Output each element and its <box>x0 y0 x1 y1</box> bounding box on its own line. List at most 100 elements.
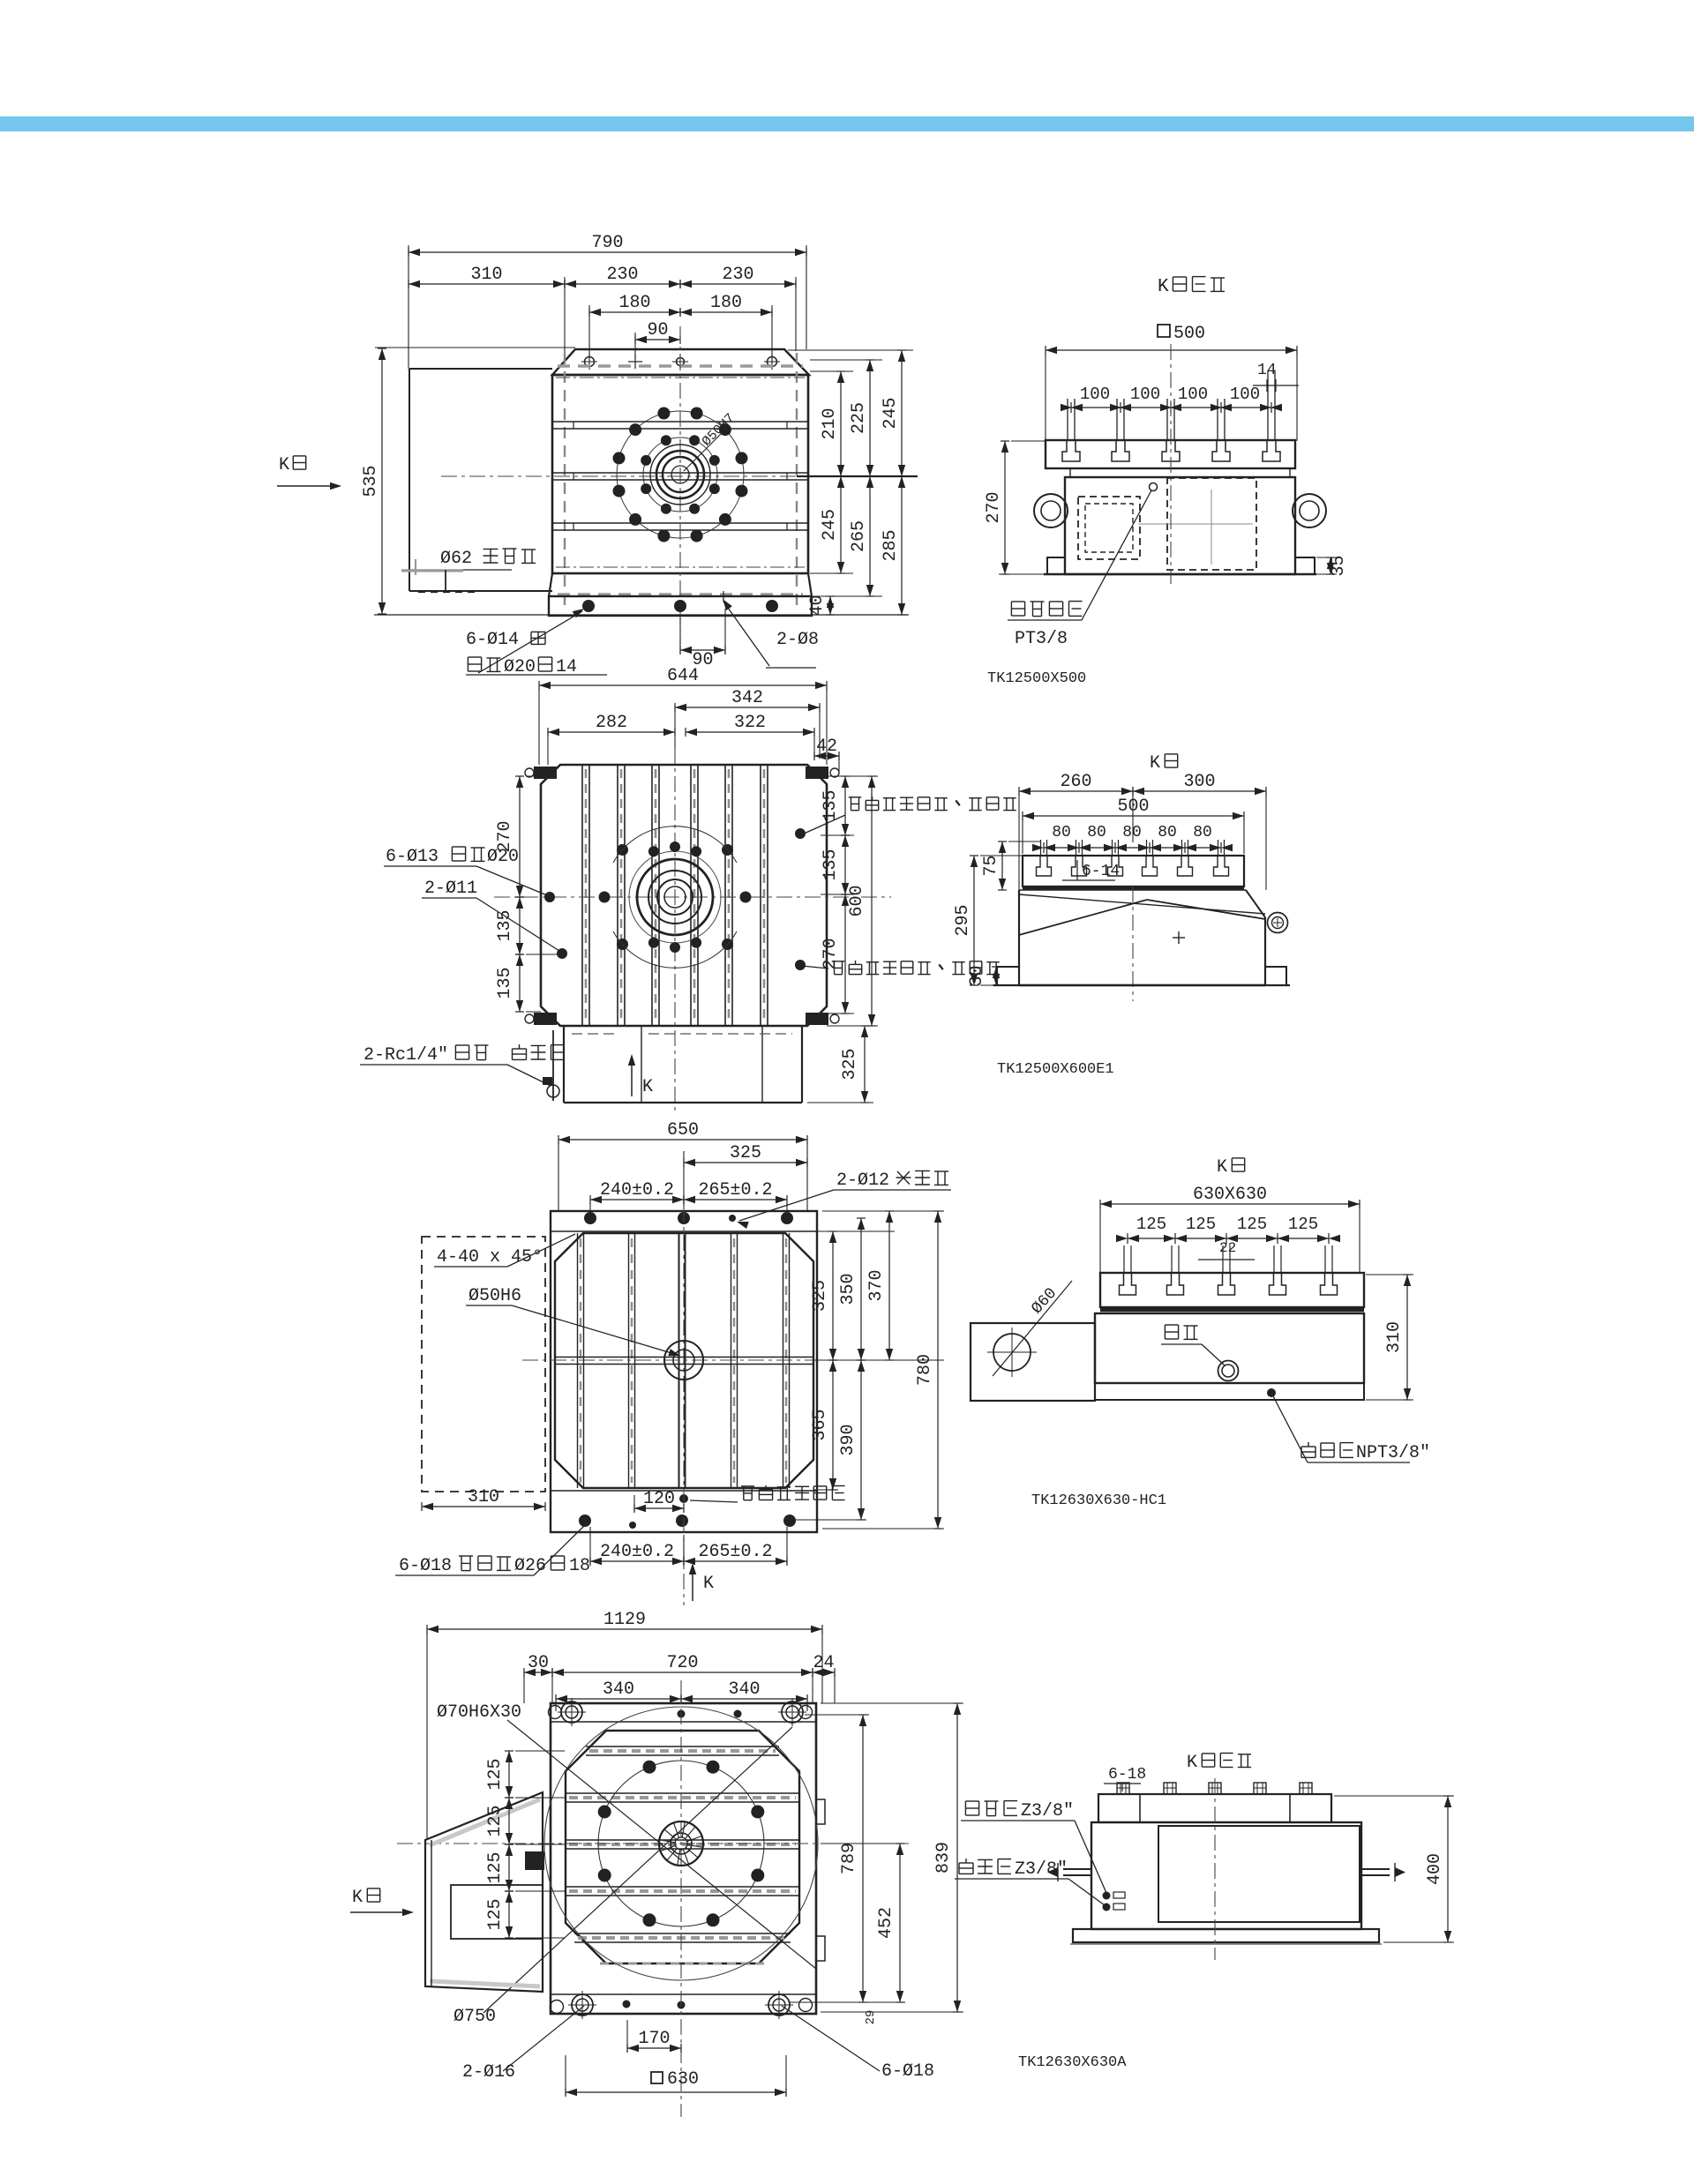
svg-text:14: 14 <box>556 657 577 677</box>
svg-text:265±0.2: 265±0.2 <box>698 1542 772 1562</box>
svg-text:644: 644 <box>667 666 699 686</box>
svg-text:K: K <box>279 455 289 475</box>
svg-text:100: 100 <box>1178 385 1208 404</box>
svg-text:120: 120 <box>643 1489 675 1509</box>
svg-text:650: 650 <box>667 1120 699 1141</box>
svg-text:340: 340 <box>603 1679 634 1700</box>
svg-text:340: 340 <box>728 1679 760 1700</box>
svg-text:100: 100 <box>1230 385 1260 404</box>
svg-text:240±0.2: 240±0.2 <box>600 1180 674 1200</box>
svg-text:6-Ø14: 6-Ø14 <box>466 630 519 650</box>
svg-text:Ø50H7: Ø50H7 <box>700 411 738 450</box>
svg-text:789: 789 <box>839 1843 859 1874</box>
svg-text:80: 80 <box>1158 824 1177 841</box>
svg-text:365: 365 <box>810 1409 830 1440</box>
svg-text:839: 839 <box>933 1842 954 1874</box>
svg-text:180: 180 <box>710 293 742 313</box>
svg-text:452: 452 <box>876 1907 896 1939</box>
svg-text:125: 125 <box>1136 1215 1166 1234</box>
svg-text:720: 720 <box>666 1653 698 1673</box>
svg-text:2-Ø11: 2-Ø11 <box>424 879 477 899</box>
svg-text:Ø70H6X30: Ø70H6X30 <box>437 1702 521 1723</box>
svg-text:K: K <box>1187 1753 1197 1773</box>
svg-text:245: 245 <box>881 397 901 429</box>
svg-text:245: 245 <box>820 509 840 541</box>
svg-text:125: 125 <box>1186 1215 1216 1234</box>
svg-text:PT3/8: PT3/8 <box>1015 629 1068 649</box>
svg-text:322: 322 <box>734 713 766 733</box>
svg-text:535: 535 <box>361 465 381 497</box>
svg-text:400: 400 <box>1425 1853 1445 1885</box>
svg-text:Z3/8": Z3/8" <box>1021 1801 1074 1821</box>
svg-text:80: 80 <box>1193 824 1212 841</box>
svg-text:80: 80 <box>1087 824 1106 841</box>
svg-text:310: 310 <box>1384 1321 1405 1353</box>
svg-text:6-Ø13: 6-Ø13 <box>386 847 438 867</box>
svg-text:80: 80 <box>1052 824 1071 841</box>
svg-text:125: 125 <box>485 1805 506 1836</box>
svg-text:K: K <box>1150 753 1160 774</box>
svg-text:2-Ø16: 2-Ø16 <box>462 2062 515 2083</box>
svg-text:K: K <box>1217 1157 1227 1178</box>
svg-text:342: 342 <box>731 688 763 708</box>
svg-text:2-Ø12: 2-Ø12 <box>836 1171 889 1191</box>
svg-text:Ø62: Ø62 <box>440 549 472 569</box>
svg-text:210: 210 <box>820 408 840 439</box>
svg-text:135: 135 <box>495 967 515 999</box>
svg-text:260: 260 <box>1060 772 1091 792</box>
svg-text:325: 325 <box>810 1280 830 1312</box>
svg-text:30: 30 <box>528 1653 549 1673</box>
svg-text:270: 270 <box>495 820 515 852</box>
svg-text:125: 125 <box>1237 1215 1267 1234</box>
svg-text:100: 100 <box>1130 385 1160 404</box>
svg-text:90: 90 <box>692 650 713 670</box>
svg-text:6-Ø18: 6-Ø18 <box>399 1556 452 1576</box>
svg-text:22: 22 <box>1219 1240 1236 1256</box>
svg-text:265: 265 <box>849 520 869 552</box>
svg-text:135: 135 <box>821 789 841 821</box>
svg-text:14: 14 <box>1257 362 1277 379</box>
svg-text:225: 225 <box>849 402 869 434</box>
svg-text:350: 350 <box>838 1273 858 1305</box>
svg-text:6-14: 6-14 <box>1082 863 1120 880</box>
svg-text:265±0.2: 265±0.2 <box>698 1180 772 1200</box>
svg-text:TK12500X600E1: TK12500X600E1 <box>997 1061 1114 1078</box>
svg-text:NPT3/8": NPT3/8" <box>1356 1443 1430 1463</box>
svg-text:230: 230 <box>722 265 753 285</box>
svg-text:270: 270 <box>984 491 1004 523</box>
svg-text:310: 310 <box>470 265 502 285</box>
svg-text:2-Rc1/4": 2-Rc1/4" <box>364 1045 448 1066</box>
svg-text:285: 285 <box>881 529 901 561</box>
svg-text:270: 270 <box>821 938 841 969</box>
svg-text:100: 100 <box>1080 385 1110 404</box>
svg-text:390: 390 <box>838 1424 858 1455</box>
svg-text:630X630: 630X630 <box>1193 1185 1267 1205</box>
svg-text:230: 230 <box>606 265 638 285</box>
svg-text:600: 600 <box>847 885 867 916</box>
svg-text:Ø50H6: Ø50H6 <box>468 1286 521 1306</box>
svg-text:135: 135 <box>495 909 515 941</box>
svg-text:240±0.2: 240±0.2 <box>600 1542 674 1562</box>
svg-text:125: 125 <box>485 1851 506 1883</box>
svg-text:Ø750: Ø750 <box>453 2007 496 2027</box>
svg-text:125: 125 <box>485 1898 506 1930</box>
svg-text:40: 40 <box>807 595 828 616</box>
svg-text:24: 24 <box>813 1653 834 1673</box>
svg-text:790: 790 <box>591 233 623 253</box>
svg-text:K: K <box>642 1077 653 1097</box>
svg-text:295: 295 <box>953 904 973 936</box>
svg-text:370: 370 <box>866 1269 887 1301</box>
svg-text:75: 75 <box>981 855 1001 876</box>
svg-text:TK12630X630-HC1: TK12630X630-HC1 <box>1031 1492 1166 1509</box>
svg-text:310: 310 <box>468 1487 499 1507</box>
svg-text:TK12630X630A: TK12630X630A <box>1018 2054 1127 2071</box>
svg-text:1129: 1129 <box>603 1610 646 1630</box>
svg-text:K: K <box>1158 277 1169 297</box>
svg-text:30: 30 <box>967 965 987 986</box>
svg-text:500: 500 <box>1173 324 1205 344</box>
svg-text:K: K <box>703 1574 714 1594</box>
svg-text:180: 180 <box>618 293 650 313</box>
svg-text:6-18: 6-18 <box>1108 1766 1146 1784</box>
svg-text:Ø26: Ø26 <box>514 1556 546 1576</box>
svg-text:K: K <box>352 1888 363 1908</box>
